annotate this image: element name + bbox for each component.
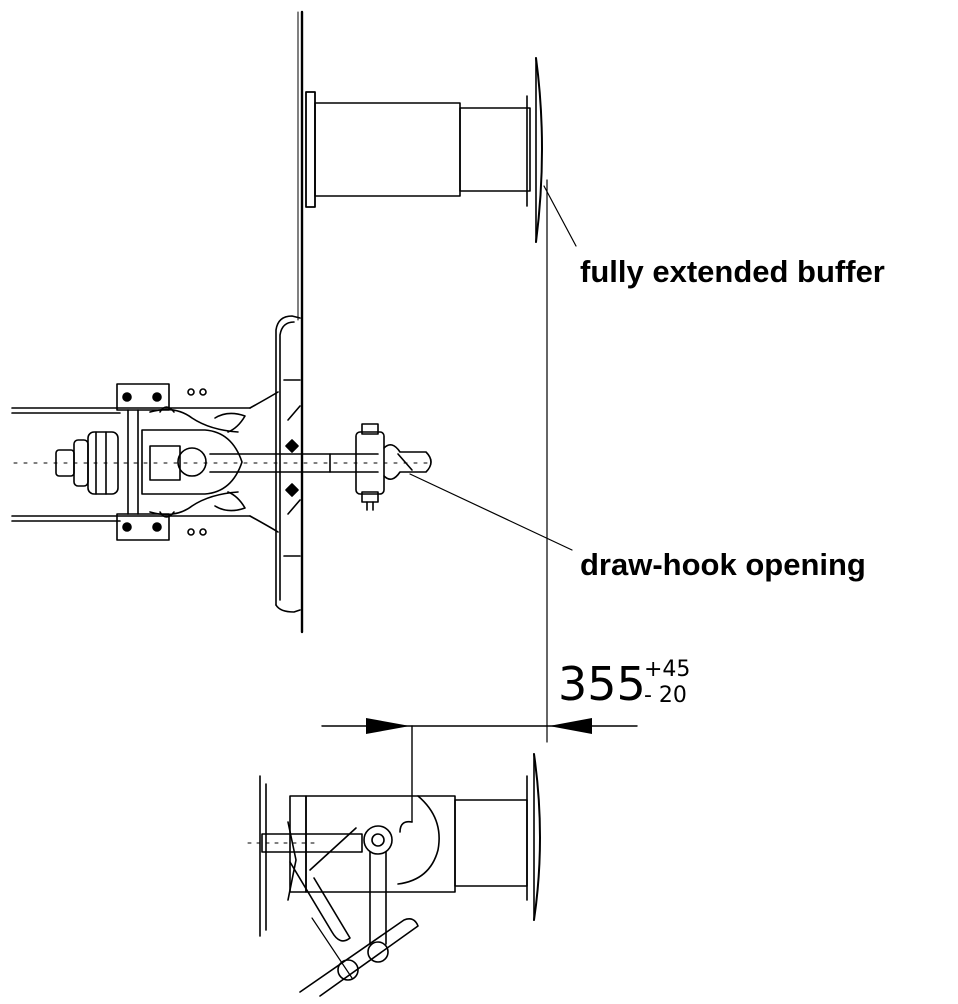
draw-gear-beams bbox=[11, 391, 279, 533]
dimension-line bbox=[321, 718, 638, 823]
buffer-leader-line bbox=[543, 185, 577, 247]
lower-buffer bbox=[247, 753, 541, 937]
spring-box bbox=[55, 383, 207, 541]
hook-leader-line bbox=[409, 473, 573, 551]
upper-buffer bbox=[305, 57, 543, 243]
draw-hook-shaft bbox=[209, 423, 432, 511]
label-draw-hook-opening: draw-hook opening bbox=[580, 547, 866, 582]
coupling-frame bbox=[275, 315, 301, 613]
coupling-yoke bbox=[141, 406, 246, 518]
label-fully-extended-buffer: fully extended buffer bbox=[580, 254, 885, 289]
headstock-plate bbox=[297, 10, 304, 634]
lower-screw-coupling bbox=[287, 820, 419, 997]
dimension-lower-tolerance: - 20 bbox=[644, 683, 687, 708]
dimension-upper-tolerance: +45 bbox=[644, 657, 690, 682]
dimension-value: 355 bbox=[558, 657, 646, 711]
